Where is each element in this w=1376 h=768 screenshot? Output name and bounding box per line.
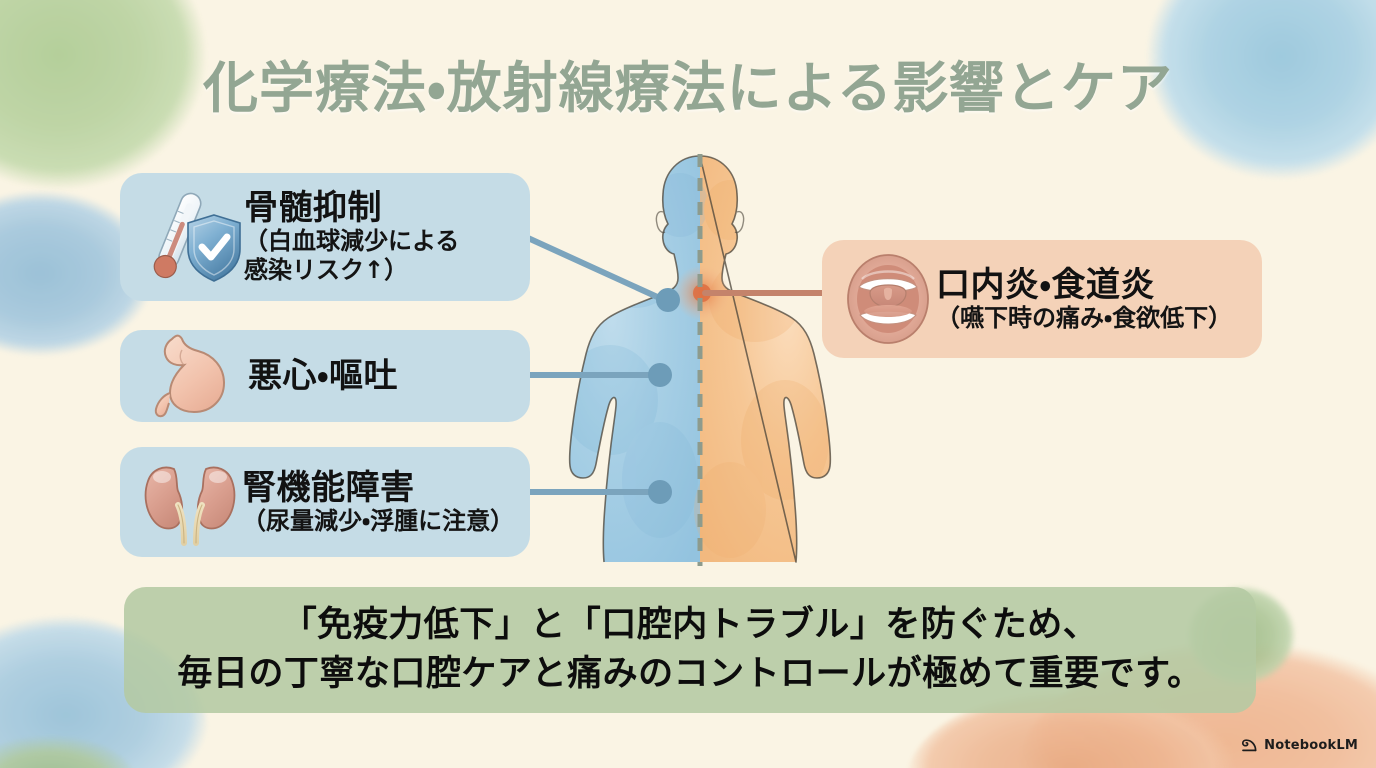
kidneys-icon [138,455,242,549]
stomach-icon [136,333,248,419]
card-stomatitis-esophagitis[interactable]: 口内炎・食道炎 （嚥下時の痛み・食欲低下） [822,240,1262,358]
thermometer-shield-icon [136,185,244,289]
summary-banner-line-1: 「免疫力低下」と「口腔内トラブル」を防ぐため、 [281,605,1099,646]
card-nausea-text: 悪心・嘔吐 [248,357,398,395]
card-bone-marrow-subtitle-line2: 感染リスク↑） [244,256,409,285]
card-renal-title: 腎機能障害 [242,467,415,508]
summary-banner-line-2: 毎日の丁寧な口腔ケアと痛みのコントロールが極めて重要です。 [177,654,1203,694]
card-stomatitis-title: 口内炎・食道炎 [936,264,1156,305]
summary-banner: 「免疫力低下」と「口腔内トラブル」を防ぐため、 毎日の丁寧な口腔ケアと痛みのコン… [124,587,1256,713]
card-bone-marrow-subtitle-line1: （白血球減少による [244,227,460,256]
notebooklm-watermark: NotebookLM [1241,737,1358,754]
card-stomatitis-text: 口内炎・食道炎 （嚥下時の痛み・食欲低下） [936,264,1233,333]
card-renal-dysfunction[interactable]: 腎機能障害 （尿量減少・浮腫に注意） [120,447,530,557]
card-renal-text: 腎機能障害 （尿量減少・浮腫に注意） [242,467,515,536]
blob-green-bottom-left [0,735,140,768]
card-stomatitis-subtitle: （嚥下時の痛み・食欲低下） [936,303,1233,332]
card-renal-subtitle: （尿量減少・浮腫に注意） [242,506,515,535]
card-nausea-vomiting[interactable]: 悪心・嘔吐 [120,330,530,422]
notebooklm-spiral-icon [1242,739,1257,752]
card-bone-marrow-title: 骨髄抑制 [244,188,382,229]
card-bone-marrow-text: 骨髄抑制 （白血球減少による 感染リスク↑） [244,189,459,285]
human-body-figure [568,154,832,566]
card-bone-marrow-suppression[interactable]: 骨髄抑制 （白血球減少による 感染リスク↑） [120,173,530,301]
page-title: 化学療法・放射線療法による影響とケア [202,56,1174,120]
open-mouth-icon [840,249,936,349]
card-nausea-title: 悪心・嘔吐 [248,355,399,396]
notebooklm-watermark-label: NotebookLM [1264,738,1358,753]
